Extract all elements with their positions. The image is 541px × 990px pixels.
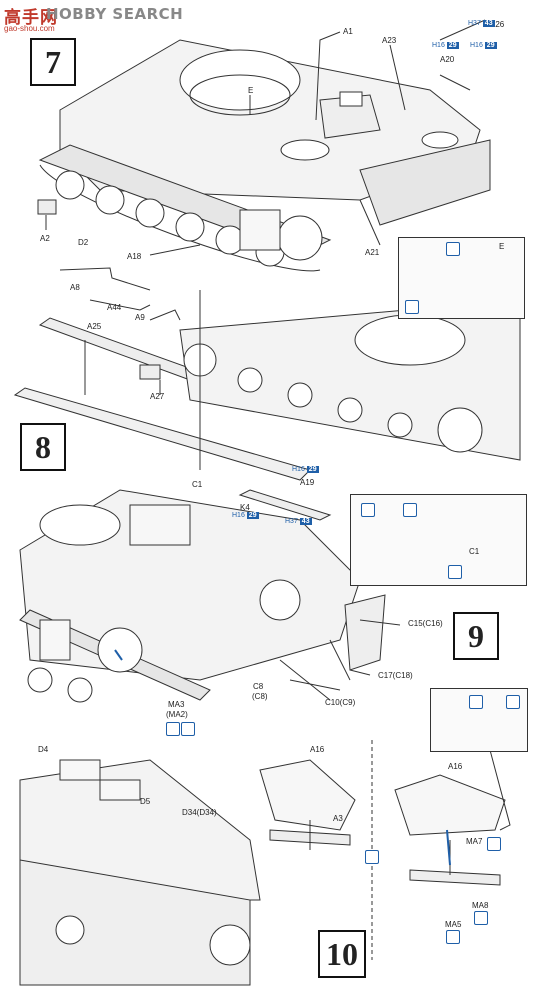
- part-label-a26: A26: [490, 20, 505, 29]
- paint-ref-h37-a26: H37 43: [468, 20, 495, 27]
- part-label-a3: A3: [333, 814, 343, 823]
- paint-brush-icon: [361, 503, 375, 517]
- part-label-ma3: MA3: [168, 700, 185, 709]
- inset-detail-sanding: [430, 688, 528, 752]
- paint-ref-h16-k4: H16 29: [232, 512, 259, 519]
- watermark-logo: 高手网: [4, 8, 58, 28]
- paint-ref-h16-a20: H16 29: [432, 42, 459, 49]
- part-label-a19: A19: [300, 478, 315, 487]
- glue-icon: [403, 503, 417, 517]
- paint-ref-h16-a26: H16 29: [470, 42, 497, 49]
- paint-brush-icon: [506, 695, 520, 709]
- part-label-a16-right: A16: [448, 762, 463, 771]
- glue-icon: [446, 242, 460, 256]
- inset-detail-c1: C1: [350, 494, 527, 586]
- step-9-number: 9: [453, 612, 499, 660]
- part-label-c8-alt: (C8): [252, 692, 268, 701]
- part-label-a1: A1: [343, 27, 353, 36]
- part-label-e: E: [248, 86, 254, 95]
- cement-icon: [474, 911, 488, 925]
- inset-label-e: E: [499, 242, 505, 251]
- step-7-number: 7: [30, 38, 76, 86]
- cement-icon: [487, 837, 501, 851]
- part-label-ma8: MA8: [472, 901, 489, 910]
- paint-ref-h37-k4: H37 43: [285, 518, 312, 525]
- part-label-d4: D4: [38, 745, 49, 754]
- paint-ref-h16-a19: H16 29: [292, 466, 319, 473]
- step-8-number: 8: [20, 423, 66, 471]
- part-label-c15: C15(C16): [408, 619, 443, 628]
- part-label-k4: K4: [240, 503, 250, 512]
- part-label-d5: D5: [140, 797, 151, 806]
- part-label-a27: A27: [150, 392, 165, 401]
- part-label-a2: A2: [40, 234, 50, 243]
- sand-icon: [469, 695, 483, 709]
- paint-brush-icon: [405, 300, 419, 314]
- part-label-a21: A21: [365, 248, 380, 257]
- cement-icon: [446, 930, 460, 944]
- part-label-a25: A25: [87, 322, 102, 331]
- watermark-url: gao-shou.com: [4, 24, 55, 33]
- cement-icon: [166, 722, 180, 736]
- part-label-c8: C8: [253, 682, 264, 691]
- part-label-c17: C17(C18): [378, 671, 413, 680]
- part-label-d2: D2: [78, 238, 89, 247]
- part-label-a23: A23: [382, 36, 397, 45]
- part-label-a18: A18: [127, 252, 142, 261]
- watermark: 高手网 HOBBY SEARCH gao-shou.com: [0, 0, 200, 33]
- watermark-text: HOBBY SEARCH: [46, 5, 184, 23]
- flip-icon: [365, 850, 379, 864]
- part-label-ma5: MA5: [445, 920, 462, 929]
- part-label-ma2: (MA2): [166, 710, 188, 719]
- part-label-a8: A8: [70, 283, 80, 292]
- glue-icon: [448, 565, 462, 579]
- inset-label-c1: C1: [469, 547, 480, 556]
- turn-over-icon: [181, 722, 195, 736]
- part-label-c1: C1: [192, 480, 203, 489]
- step-10-number: 10: [318, 930, 366, 978]
- part-label-a20: A20: [440, 55, 455, 64]
- part-label-a44: A44: [107, 303, 122, 312]
- part-label-a16-left: A16: [310, 745, 325, 754]
- part-label-a9: A9: [135, 313, 145, 322]
- part-label-c10: C10(C9): [325, 698, 356, 707]
- part-label-ma7: MA7: [466, 837, 483, 846]
- part-label-d34: D34(D34): [182, 808, 217, 817]
- inset-detail-e: E: [398, 237, 525, 319]
